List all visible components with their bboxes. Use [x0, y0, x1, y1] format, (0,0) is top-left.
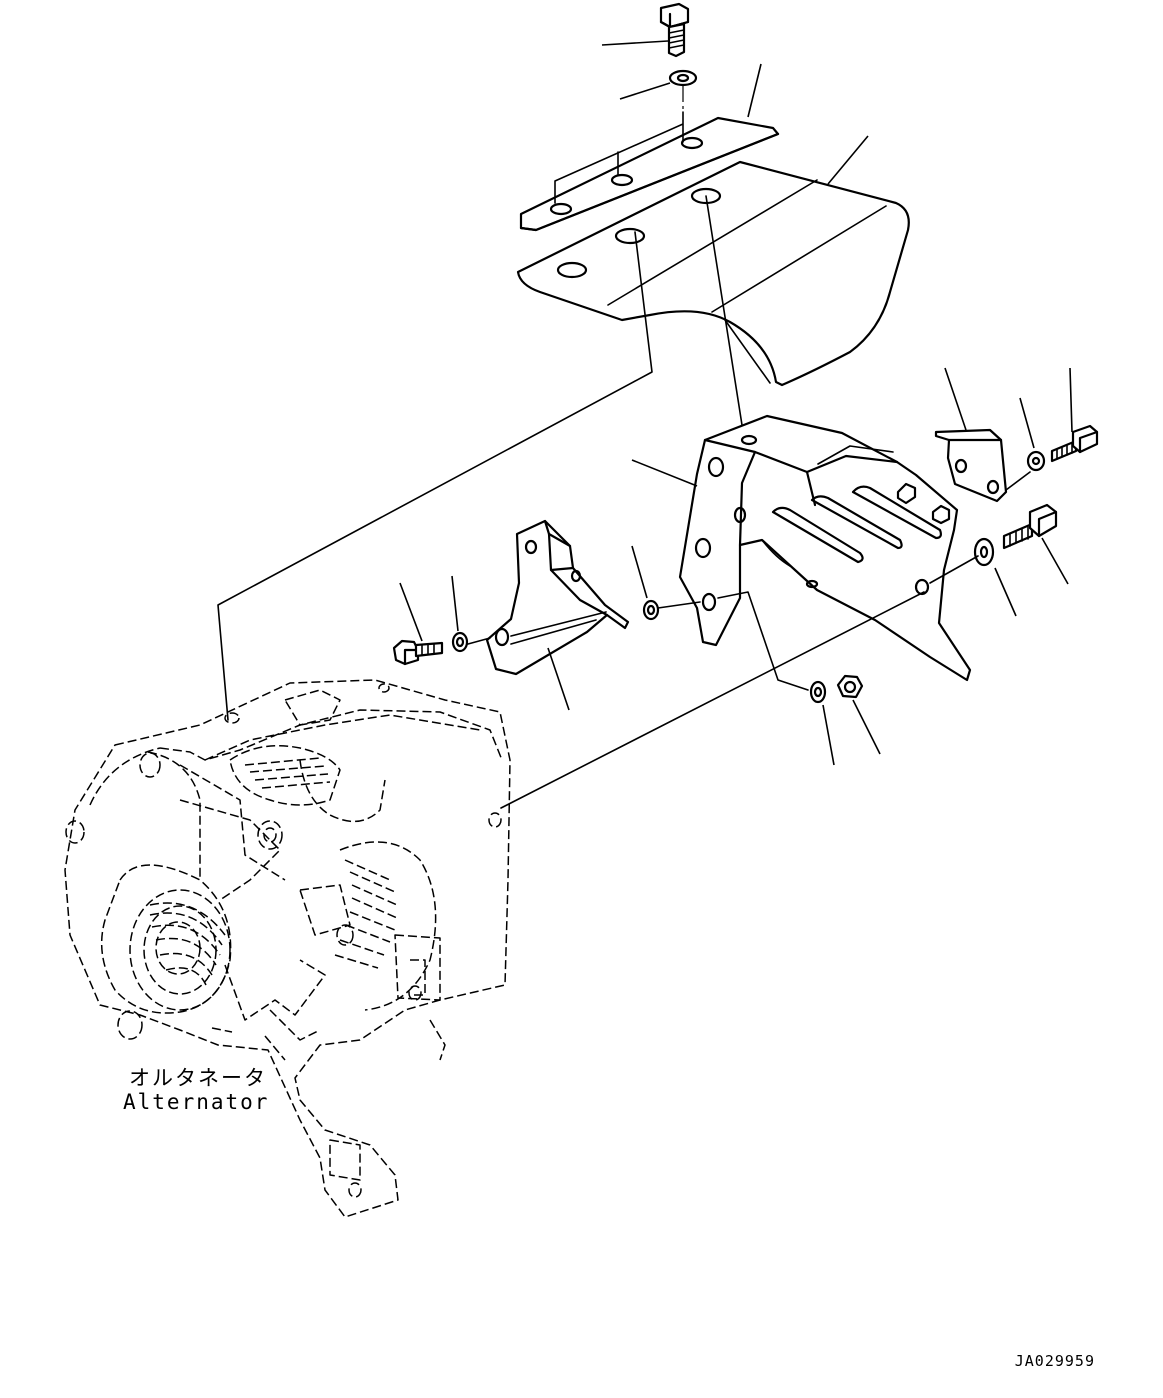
bolt-right-upper	[1050, 424, 1099, 463]
leader-washer-right-upper	[1019, 397, 1035, 449]
small-right-bracket	[934, 428, 1008, 503]
washer-left	[451, 631, 469, 653]
drawing-code: JA029959	[1015, 1352, 1095, 1370]
flat-plate	[519, 116, 780, 232]
leader-washer-left	[451, 575, 459, 632]
left-bracket	[485, 519, 630, 676]
leader-top-bolt	[601, 40, 669, 46]
alternator-label-en: Alternator	[123, 1090, 270, 1114]
nut-lower	[836, 674, 864, 699]
main-bracket	[678, 414, 972, 682]
leader-bolt-right-lower	[1041, 537, 1069, 585]
leader-main-bracket	[631, 459, 698, 487]
washer-right-lower	[973, 537, 995, 567]
leader-flat-plate	[747, 63, 762, 118]
leader-washer-right-lower	[994, 567, 1017, 617]
alternator-label-jp: オルタネータ	[129, 1066, 267, 1090]
assembly-lines	[217, 86, 1031, 809]
leader-cover-plate	[827, 135, 869, 185]
bolt-right-lower	[1002, 503, 1058, 550]
leader-washer-mid	[631, 545, 648, 599]
washer-lower	[809, 680, 827, 704]
leader-bolt-right-upper	[1069, 367, 1073, 433]
leader-top-washer	[619, 82, 671, 100]
leader-left-bracket	[547, 647, 570, 711]
leader-small-right-bracket	[944, 367, 967, 431]
leader-bolt-left	[399, 582, 423, 642]
alternator	[64, 679, 511, 1218]
top-bolt	[659, 2, 690, 58]
washer-right-upper	[1026, 450, 1046, 472]
washer-mid	[642, 599, 660, 621]
bolt-left	[392, 639, 444, 666]
leader-washer-lower	[822, 704, 835, 766]
top-washer	[668, 69, 698, 87]
leader-nut-lower	[852, 699, 881, 755]
